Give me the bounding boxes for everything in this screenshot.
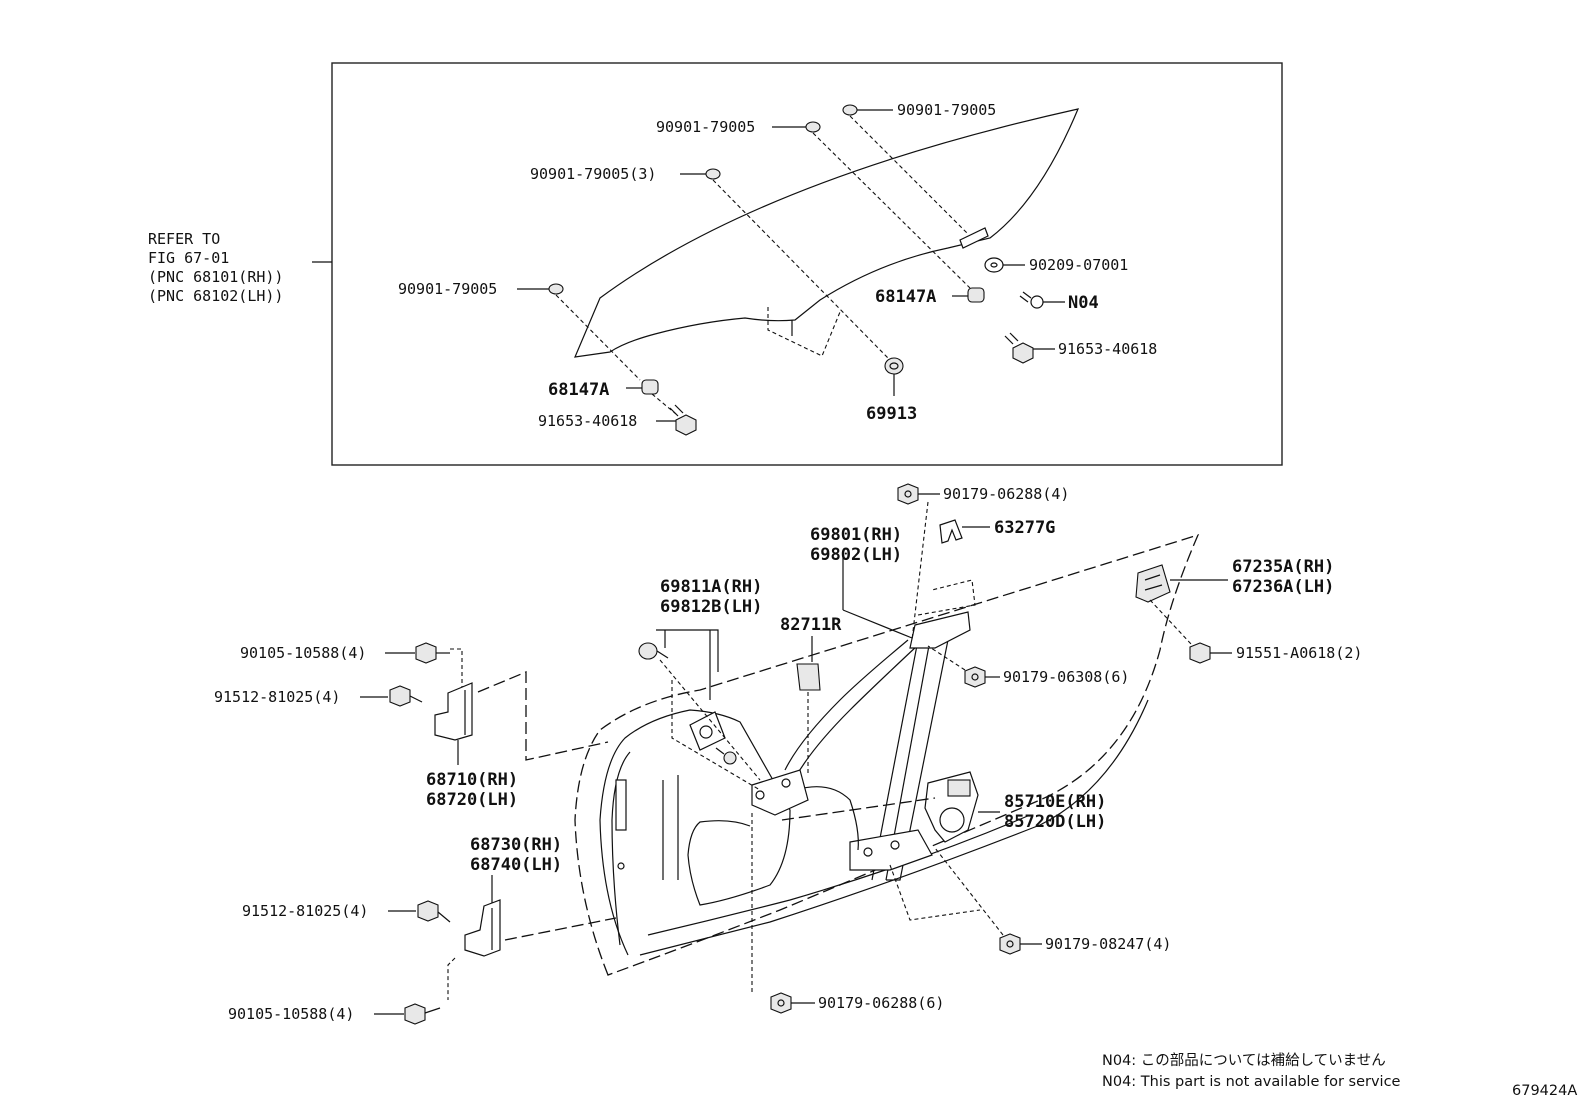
label-clip: 63277G xyxy=(994,518,1055,538)
lock-cylinder-icon xyxy=(638,642,669,660)
grommet-icon xyxy=(705,168,721,180)
label-lock-rh: 69811A(RH) xyxy=(660,577,762,597)
bolt-icon xyxy=(417,900,451,923)
label-lower-hinge-rh: 68730(RH) xyxy=(470,835,562,855)
door-glass-outline xyxy=(574,108,1080,358)
label-nut-bottom: 90179-06288(6) xyxy=(818,994,944,1012)
regulator-motor-icon xyxy=(924,771,979,843)
grommet-icon xyxy=(548,283,564,295)
label-bolt-stop: 91551-A0618(2) xyxy=(1236,644,1362,662)
bolt-icon xyxy=(1004,332,1034,364)
label-bolt-right: 91653-40618 xyxy=(1058,340,1157,358)
label-nut-reg: 90179-06308(6) xyxy=(1003,668,1129,686)
refer-line-1: REFER TO xyxy=(148,230,220,248)
door-inner-panel xyxy=(599,709,791,956)
label-washer: 90209-07001 xyxy=(1029,256,1128,274)
refer-line-3: (PNC 68101(RH)) xyxy=(148,268,283,286)
label-spacer: 69913 xyxy=(866,404,917,424)
refer-line-4: (PNC 68102(LH)) xyxy=(148,287,283,305)
grommet-icon xyxy=(842,104,858,116)
screw-n04-icon xyxy=(1019,291,1044,309)
footnote-en: N04: This part is not available for serv… xyxy=(1102,1074,1401,1090)
label-grommet-left: 90901-79005 xyxy=(398,280,497,298)
clip-icon xyxy=(939,519,963,544)
label-motor-lh: 85720D(LH) xyxy=(1004,812,1106,832)
upper-hinge-icon xyxy=(434,682,473,741)
bolt-icon xyxy=(389,685,423,707)
cushion-icon xyxy=(641,379,659,395)
label-upper-hinge-lh: 68720(LH) xyxy=(426,790,518,810)
label-nut-lower: 90179-08247(4) xyxy=(1045,935,1171,953)
label-cushion-right: 68147A xyxy=(875,287,936,307)
label-bolt-lower-hinge-a: 90105-10588(4) xyxy=(228,1005,354,1023)
label-nut-top: 90179-06288(4) xyxy=(943,485,1069,503)
harness-clip-icon xyxy=(796,663,821,691)
nut-icon xyxy=(964,666,986,688)
grommet-icon xyxy=(805,121,821,133)
illustration-number: 679424A xyxy=(1512,1083,1577,1099)
label-motor-rh: 85710E(RH) xyxy=(1004,792,1106,812)
nut-icon xyxy=(999,933,1021,955)
bolt-icon xyxy=(415,642,450,664)
label-upper-hinge-rh: 68710(RH) xyxy=(426,770,518,790)
label-cushion-left: 68147A xyxy=(548,380,609,400)
footnote-jp: N04: この部品については補給していません xyxy=(1102,1052,1386,1069)
label-stop-rh: 67235A(RH) xyxy=(1232,557,1334,577)
label-grommet-top-mid: 90901-79005 xyxy=(656,118,755,136)
label-grommet-top-right: 90901-79005 xyxy=(897,101,996,119)
label-grommet-qty3: 90901-79005(3) xyxy=(530,165,656,183)
cushion-icon xyxy=(967,287,985,303)
label-bolt-upper-hinge-a: 90105-10588(4) xyxy=(240,644,366,662)
label-bolt-left: 91653-40618 xyxy=(538,412,637,430)
label-stop-lh: 67236A(LH) xyxy=(1232,577,1334,597)
spacer-icon xyxy=(884,357,904,375)
label-bolt-lower-hinge-b: 91512-81025(4) xyxy=(242,902,368,920)
door-shell-outline xyxy=(574,533,1200,976)
nut-icon xyxy=(897,483,919,505)
refer-line-2: FIG 67-01 xyxy=(148,249,229,267)
label-n04: N04 xyxy=(1068,293,1099,313)
screw-icon xyxy=(715,747,737,765)
label-regulator-lh: 69802(LH) xyxy=(810,545,902,565)
bolt-icon xyxy=(404,1003,441,1025)
label-clip-82711: 82711R xyxy=(780,615,842,635)
bolt-icon xyxy=(669,404,697,436)
glass-group-frame xyxy=(331,62,1283,466)
label-regulator-rh: 69801(RH) xyxy=(810,525,902,545)
label-lower-hinge-lh: 68740(LH) xyxy=(470,855,562,875)
label-lock-lh: 69812B(LH) xyxy=(660,597,762,617)
nut-icon xyxy=(770,992,792,1014)
door-stop-icon xyxy=(1135,564,1171,603)
label-bolt-upper-hinge-b: 91512-81025(4) xyxy=(214,688,340,706)
washer-icon xyxy=(984,257,1004,273)
bolt-icon xyxy=(1189,642,1211,664)
window-regulator xyxy=(751,611,971,881)
lower-hinge-icon xyxy=(464,899,501,957)
